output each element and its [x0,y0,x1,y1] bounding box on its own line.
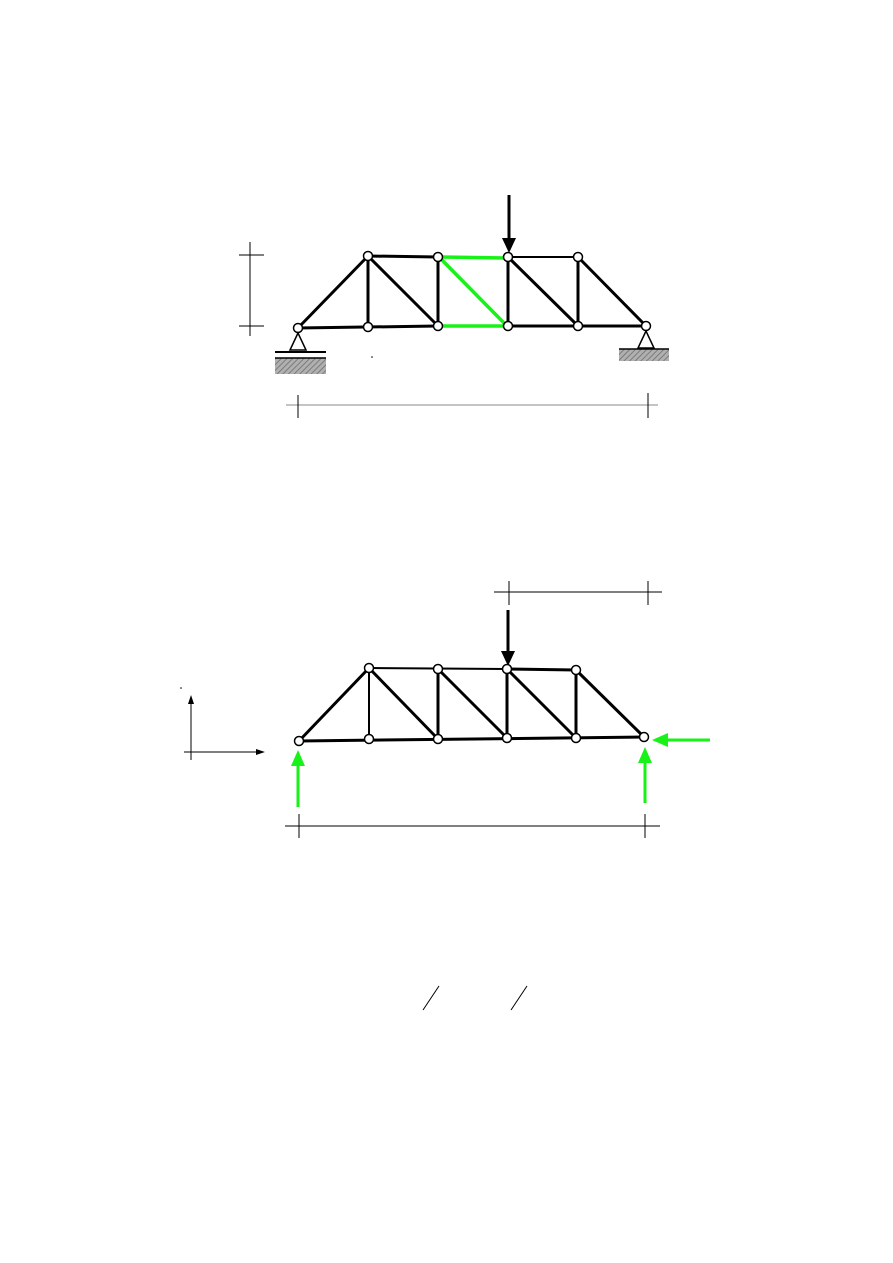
span-dimension [285,814,660,838]
span-dimension [286,393,658,418]
slash-marks [422,985,528,1011]
joint [432,251,444,263]
member [436,667,509,740]
member [366,254,440,259]
pin-support-icon [619,329,669,361]
joint [362,321,374,333]
downward-load-arrow-icon [502,195,516,253]
joint [432,320,444,332]
dot-mark [371,356,373,358]
member [297,735,646,743]
joints-1 [292,250,652,334]
axis-arrow-icon [180,687,265,760]
joints-2 [293,662,650,747]
member [505,667,578,740]
height-dimension [239,242,264,336]
member [367,666,440,741]
member [576,255,648,328]
joint [570,664,582,676]
figure-free-body-diagram [180,581,710,838]
joint [501,663,513,675]
load-offset-dimension [494,581,662,605]
member [297,666,371,743]
pin-support-icon [275,331,326,374]
reaction-arrow-icon [652,733,710,747]
member [296,254,370,330]
joint [502,320,514,332]
joint [501,732,513,744]
joint [502,251,514,263]
reaction-arrow-icon [291,750,305,807]
joint [432,663,444,675]
downward-load-arrow-icon [501,610,515,666]
joint [363,662,375,674]
joint [293,735,305,747]
member [366,254,440,328]
joint [363,733,375,745]
joint [640,320,652,332]
joint [292,322,304,334]
figure-truss-with-supports [239,195,669,418]
joint [638,731,650,743]
joint [570,732,582,744]
highlighted-section [439,255,507,328]
joint [362,250,374,262]
joint [572,251,584,263]
member [505,667,578,672]
joint [432,733,444,745]
member [506,255,580,328]
truss-members-2 [297,666,646,743]
reaction-arrow-icon [638,747,652,803]
joint [572,320,584,332]
member [574,668,646,739]
